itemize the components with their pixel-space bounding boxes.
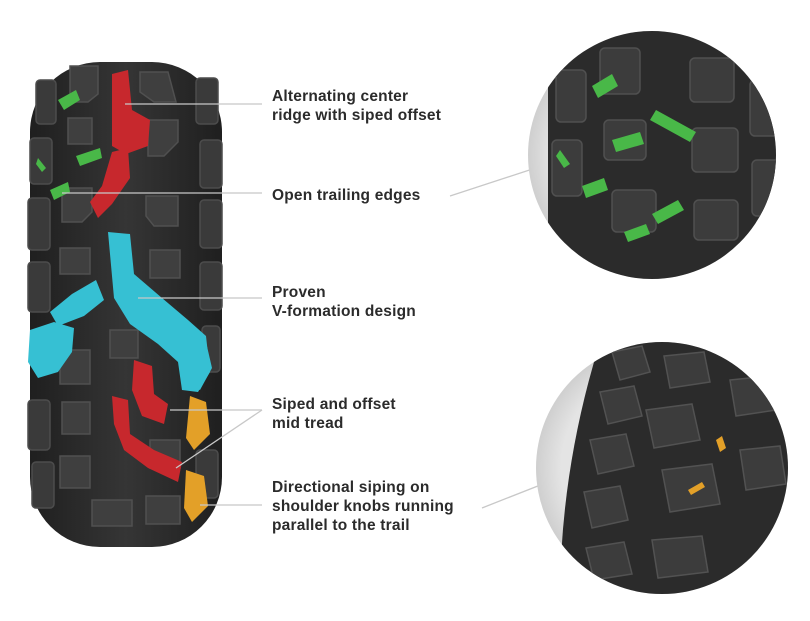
tire-tread-illustration	[27, 62, 223, 547]
callout-v-formation-line1: Proven	[272, 284, 326, 301]
callout-trailing-edges-line1: Open trailing edges	[272, 187, 421, 204]
callout-v-formation: Proven V-formation design	[272, 283, 416, 321]
callout-shoulder-siping-line1: Directional siping on	[272, 479, 430, 496]
callout-center-ridge: Alternating center ridge with siped offs…	[272, 87, 441, 125]
callout-shoulder-siping-line3: parallel to the trail	[272, 517, 410, 534]
zoom-detail-trailing-edges	[528, 31, 776, 279]
callout-mid-tread: Siped and offset mid tread	[272, 395, 396, 433]
zoom-detail-shoulder-siping	[536, 342, 788, 594]
callout-trailing-edges: Open trailing edges	[272, 186, 421, 205]
callout-mid-tread-line1: Siped and offset	[272, 396, 396, 413]
leader-line-mid-tread-2	[175, 409, 263, 469]
leader-lines	[62, 103, 561, 509]
callout-v-formation-line2: V-formation design	[272, 303, 416, 320]
callout-shoulder-siping: Directional siping on shoulder knobs run…	[272, 478, 454, 535]
callout-center-ridge-line2: ridge with siped offset	[272, 107, 442, 124]
leader-line-zoom-bottom	[481, 481, 549, 509]
v-formation-highlights	[28, 232, 212, 392]
callout-mid-tread-line2: mid tread	[272, 415, 344, 432]
shoulder-knobs-left	[27, 79, 57, 509]
callout-shoulder-siping-line2: shoulder knobs running	[272, 498, 454, 515]
trailing-edge-highlights	[36, 90, 102, 200]
callout-center-ridge-line1: Alternating center	[272, 88, 409, 105]
center-ridge-highlights	[90, 70, 182, 482]
